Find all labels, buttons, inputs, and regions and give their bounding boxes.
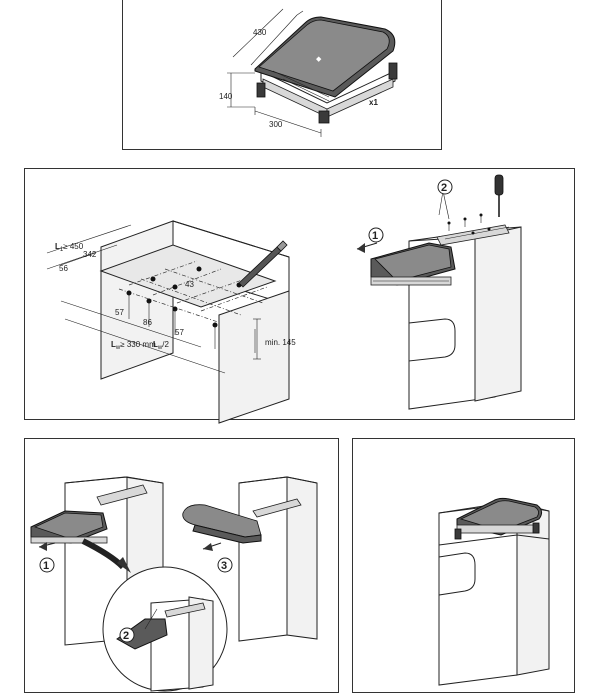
svg-text:◆: ◆ bbox=[316, 56, 322, 63]
step-2-mounting-label: 2 bbox=[441, 182, 447, 194]
dim-43-label: 43 bbox=[185, 280, 194, 289]
dim-57-left-label: 57 bbox=[115, 308, 124, 317]
dim-length-label: 430 bbox=[253, 28, 267, 37]
dim-57-right-label: 57 bbox=[175, 328, 184, 337]
step-1-mounting-label: 1 bbox=[372, 230, 378, 242]
panel-package-dimensions: ◆ 430 140 300 x1 bbox=[122, 0, 442, 150]
step-3-usage-label: 3 bbox=[221, 560, 227, 572]
usage-diagram: 1 2 3 bbox=[30, 476, 318, 692]
dim-l1-label: L1≥ 450 bbox=[55, 242, 84, 253]
drilling-diagram: L1≥ 450 342 56 43 57 86 57 Lw/2 Lw≥ 330 … bbox=[46, 220, 296, 424]
final-diagram bbox=[438, 497, 550, 686]
panel-usage-steps: 1 2 3 bbox=[24, 438, 339, 693]
step-2-usage-label: 2 bbox=[123, 630, 129, 642]
dim-min-height-label: min. 145 bbox=[265, 338, 296, 347]
dim-width-label: 300 bbox=[269, 120, 283, 129]
mounting-diagram: 1 2 bbox=[356, 174, 522, 410]
quantity-label: x1 bbox=[369, 98, 378, 107]
step-1-usage-label: 1 bbox=[43, 560, 49, 572]
panel-installation: L1≥ 450 342 56 43 57 86 57 Lw/2 Lw≥ 330 … bbox=[24, 168, 575, 424]
dim-lw-label: Lw≥ 330 mm bbox=[111, 340, 156, 351]
dim-56-label: 56 bbox=[59, 264, 68, 273]
dim-86-label: 86 bbox=[143, 318, 152, 327]
dim-lw-half-label: Lw/2 bbox=[153, 340, 169, 351]
package-illustration: ◆ 430 140 300 x1 bbox=[219, 8, 398, 137]
panel-final-state bbox=[352, 438, 575, 693]
dim-342-label: 342 bbox=[83, 250, 97, 259]
dim-height-label: 140 bbox=[219, 92, 233, 101]
